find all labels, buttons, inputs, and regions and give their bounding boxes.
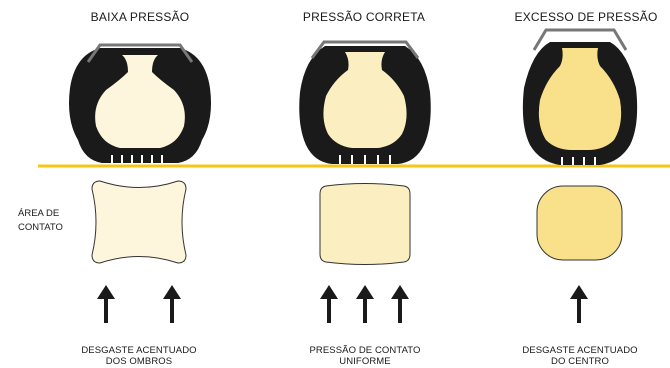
- contact-area-label-line1: ÁREA DE: [18, 208, 60, 219]
- tire-low-pressure: [69, 43, 211, 163]
- caption-low-line1: DESGASTE ACENTUADO: [81, 345, 197, 356]
- arrow-low-right: [163, 285, 181, 323]
- contact-patch-low: [91, 180, 187, 264]
- title-low-pressure: BAIXA PRESSÃO: [90, 10, 190, 24]
- caption-correct-line2: UNIFORME: [339, 355, 391, 367]
- title-correct-pressure: PRESSÃO CORRETA: [302, 10, 426, 24]
- tire-correct-rim: [310, 40, 420, 59]
- tire-excess-inner: [538, 48, 622, 150]
- tire-low-inner: [95, 55, 185, 148]
- caption-low-pressure: DESGASTE ACENTUADO DOS OMBROS: [39, 345, 239, 367]
- title-excess-pressure: EXCESSO DE PRESSÃO: [514, 10, 658, 24]
- arrow-excess-center: [570, 285, 588, 323]
- tire-low-tread: [111, 155, 163, 163]
- caption-correct-line1: PRESSÃO DE CONTATO: [309, 345, 421, 356]
- contact-patch-correct: [319, 183, 411, 265]
- caption-excess-line1: DESGASTE ACENTUADO: [522, 345, 638, 356]
- tire-excess-rim: [532, 28, 628, 51]
- tire-correct-tread: [339, 155, 391, 164]
- tire-correct-inner: [323, 52, 407, 148]
- arrow-low-left: [97, 285, 115, 323]
- contact-area-label: ÁREA DE CONTATO: [18, 207, 63, 235]
- tire-excess-pressure: [522, 28, 638, 165]
- caption-excess-pressure: DESGASTE ACENTUADO DO CENTRO: [480, 345, 670, 367]
- arrow-correct-right: [391, 285, 409, 323]
- caption-correct-pressure: PRESSÃO DE CONTATO UNIFORME: [265, 345, 465, 367]
- caption-low-line2: DOS OMBROS: [105, 355, 173, 367]
- tire-correct-pressure: [299, 40, 431, 164]
- tire-excess-tread: [561, 157, 596, 165]
- contact-area-label-line2: CONTATO: [18, 222, 63, 233]
- arrow-correct-left: [320, 285, 338, 323]
- arrow-correct-center: [356, 285, 374, 323]
- caption-excess-line2: DO CENTRO: [551, 355, 609, 367]
- contact-patch-excess: [536, 185, 623, 261]
- tire-low-rim: [86, 43, 194, 63]
